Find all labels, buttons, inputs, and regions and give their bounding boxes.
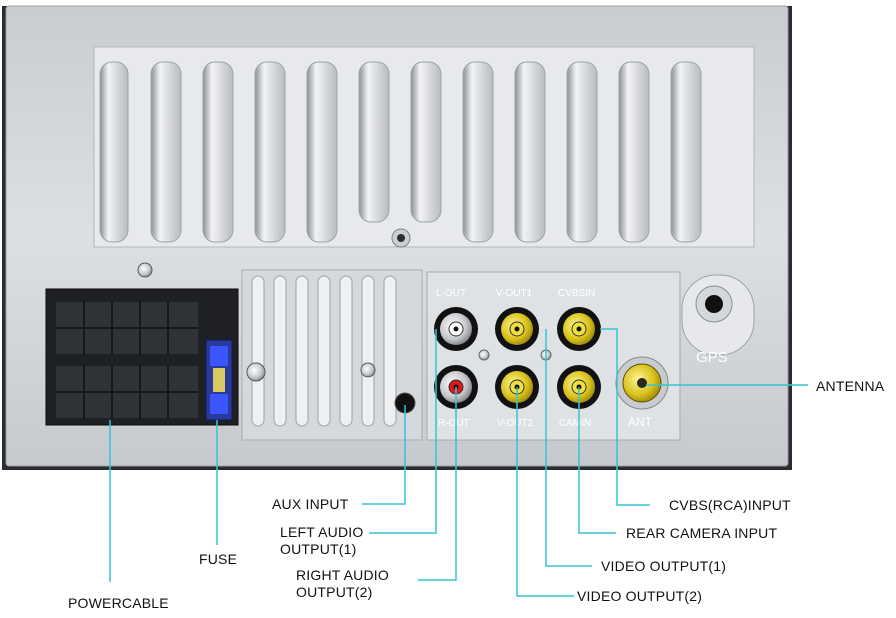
vent-slots: [99, 61, 702, 243]
label-fuse: FUSE: [199, 551, 238, 567]
port-label-v-out1: V-OUT1: [496, 288, 533, 299]
callout-lines: [109, 328, 808, 597]
port-label-v-out2: V-OUT2: [497, 418, 534, 429]
rca-l-out-port: [434, 307, 478, 351]
antenna-port-icon: [615, 356, 669, 410]
port-label-ant: ANT: [628, 415, 653, 429]
port-label-gps: GPS: [696, 349, 728, 366]
label-powercable: POWERCABLE: [68, 595, 169, 611]
port-label-l-out: L-OUT: [436, 288, 466, 299]
label-video-output-2: VIDEO OUTPUT(2): [577, 588, 703, 604]
fuse-icon: [205, 339, 233, 421]
lower-ribs: [251, 275, 397, 427]
label-cvbs-input: CVBS(RCA)INPUT: [669, 497, 791, 513]
gps-port-icon: [681, 274, 755, 356]
rca-cvbsin-port: [557, 307, 601, 351]
port-label-r-out: R-OUT: [438, 418, 470, 429]
port-label-camin: CAMIN: [559, 418, 591, 429]
rca-panel: [426, 271, 681, 441]
label-left-audio-output-1: LEFT AUDIO OUTPUT(1): [280, 524, 363, 558]
label-right-audio-line1: RIGHT AUDIO: [296, 567, 389, 583]
port-label-cvbsin: CVBSIN: [558, 288, 595, 299]
label-left-audio-line2: OUTPUT(1): [280, 541, 357, 557]
label-aux-input: AUX INPUT: [272, 496, 349, 512]
label-rear-camera-input: REAR CAMERA INPUT: [626, 525, 778, 541]
label-right-audio-output-2: RIGHT AUDIO OUTPUT(2): [296, 567, 389, 601]
panel-screw-icon: [360, 362, 376, 378]
fuse-screw-icon: [246, 362, 266, 382]
label-antenna: ANTENNA: [816, 378, 885, 394]
label-left-audio-line1: LEFT AUDIO: [280, 524, 364, 540]
label-right-audio-line2: OUTPUT(2): [296, 584, 373, 600]
label-video-output-1: VIDEO OUTPUT(1): [601, 558, 727, 574]
ground-screw-icon: [137, 262, 153, 278]
rca-v-out1-port: [495, 307, 539, 351]
